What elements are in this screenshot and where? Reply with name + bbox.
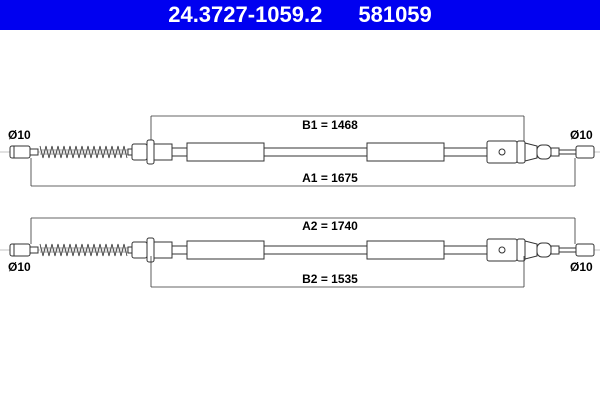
dim-b1-label: B1 = 1468	[302, 118, 358, 132]
left-diameter-label: Ø10	[8, 260, 31, 274]
right-diameter-label: Ø10	[570, 128, 593, 142]
title-bar: 24.3727-1059.2 581059	[0, 0, 600, 30]
dim-a1-label: A1 = 1675	[302, 171, 358, 185]
cable-2: A2 = 1740 B2 = 1535 Ø10 Ø10	[0, 217, 600, 288]
cable-1: B1 = 1468 A1 = 1675 Ø10 Ø10	[0, 115, 600, 187]
reference-number: 581059	[358, 2, 432, 27]
right-diameter-label: Ø10	[570, 260, 593, 274]
left-diameter-label: Ø10	[8, 128, 31, 142]
dim-b2-label: B2 = 1535	[302, 272, 358, 286]
dim-a2-label: A2 = 1740	[302, 219, 358, 233]
part-number: 24.3727-1059.2	[168, 2, 323, 27]
